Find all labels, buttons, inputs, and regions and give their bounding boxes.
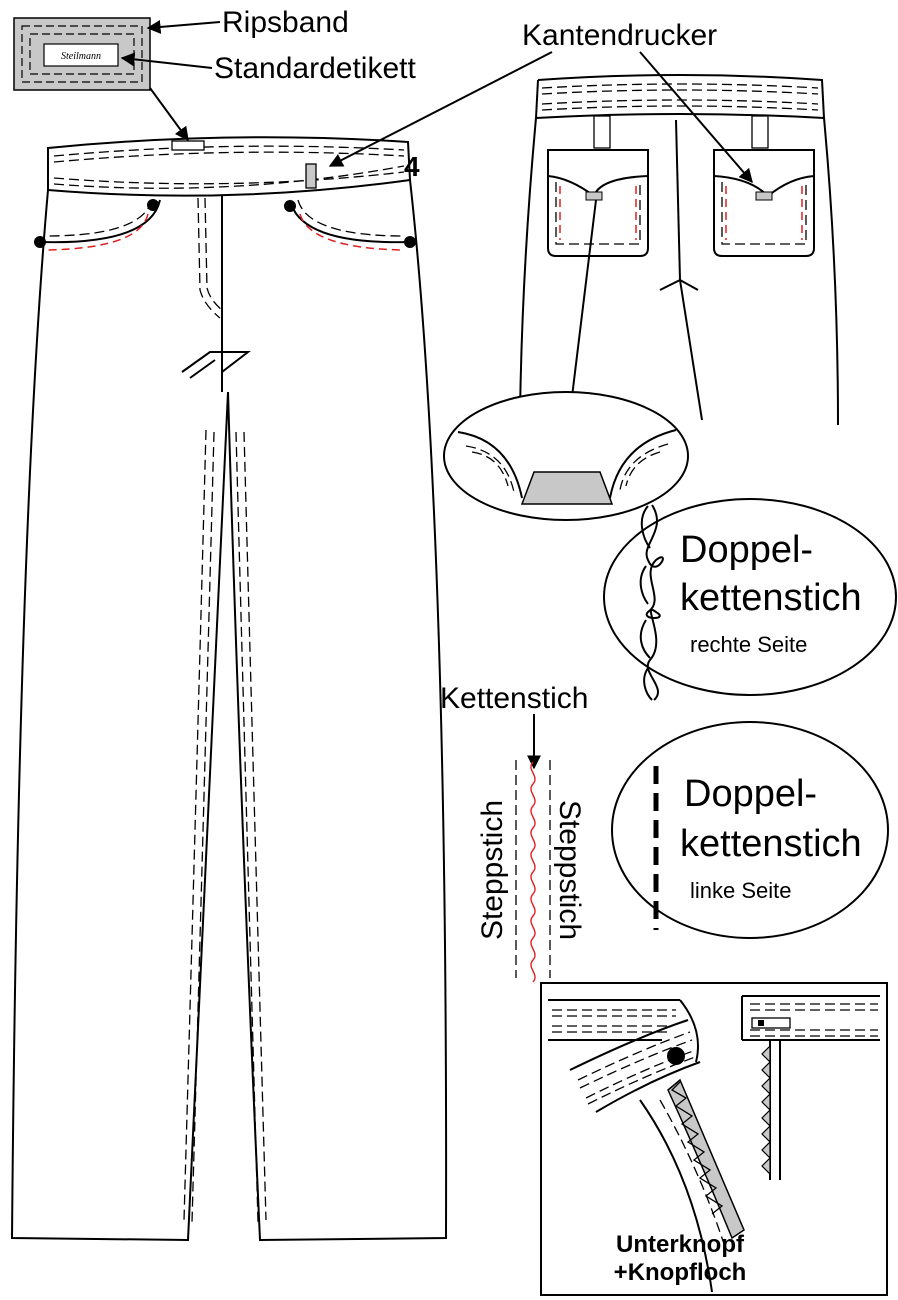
doppel-right-line2: kettenstich [680,577,862,619]
unterknopf-detail-box [540,982,888,1296]
doppel-right-line1: Doppel- [680,529,813,571]
size-number: 4 [404,151,420,182]
steppstich-left-label: Steppstich [476,800,509,940]
arrow-kantendrucker-back [639,51,753,184]
doppel-left-line1: Doppel- [684,773,817,815]
front-trousers [10,136,448,1242]
standardetikett-label: Standardetikett [214,52,416,85]
ripsband-label: Ripsband [222,6,349,39]
kettenstich-label: Kettenstich [440,682,588,715]
back-trousers [519,74,839,426]
arrow-ripsband [146,19,221,34]
pocket-detail [443,391,689,521]
unterknopf-line1: Unterknopf [616,1231,745,1258]
doppel-right-line3: rechte Seite [690,632,807,657]
kantendrucker-label: Kantendrucker [522,19,717,52]
doppelkettenstich-left-detail [611,721,889,939]
doppelkettenstich-right-detail [603,498,897,701]
steppstich-right-label: Steppstich [553,800,586,940]
unterknopf-line2: +Knopfloch [614,1259,747,1286]
arrow-standardetikett [120,52,213,69]
brand-text: Steilmann [61,51,101,62]
doppel-left-line3: linke Seite [690,878,792,903]
stitch-sample [515,760,551,983]
doppel-left-line2: kettenstich [680,823,862,865]
label-box: Steilmann [13,17,151,91]
arrow-kantendrucker-front [328,51,553,167]
arrow-to-waistband-label [149,87,189,142]
